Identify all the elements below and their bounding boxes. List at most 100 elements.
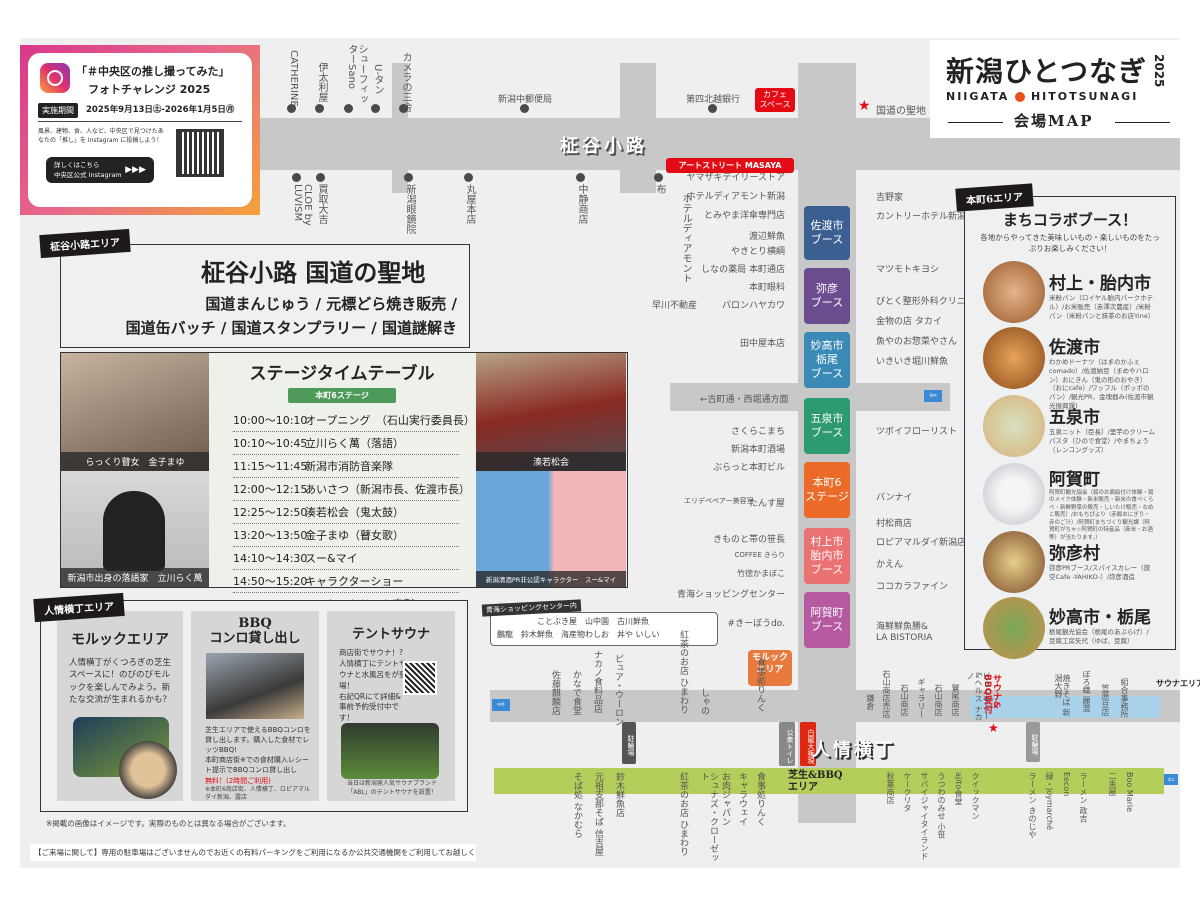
shop-label: 海鮮鮮魚勝& LA BISTORIA bbox=[876, 622, 933, 643]
arrow-right-icon: ⇨ bbox=[492, 699, 510, 711]
card-body: 人情横丁がくつろぎの芝生スペースに！のびのびモルックを楽しんでみよう。新たな交流… bbox=[69, 658, 172, 705]
booth-aga[interactable]: 阿賀町 ブース bbox=[804, 592, 850, 648]
booth-gosen[interactable]: 五泉市 ブース bbox=[804, 398, 850, 454]
shop-dot bbox=[371, 104, 380, 113]
shop-label: マツモトキヨシ bbox=[876, 265, 940, 275]
shop-label: CLOE by LUVISM bbox=[292, 184, 313, 226]
shop-label: ラーメン きのじや bbox=[1028, 772, 1037, 839]
town-desc: 栃尾観光協会（栃尾のあぶらげ）/豆腐工房矢代（ゆば、豆腐） bbox=[1049, 628, 1149, 645]
shop-label: 丸屋本店 bbox=[464, 184, 475, 224]
shop-label: 青海ショッピングセンター bbox=[676, 590, 785, 600]
shop-label: 緑・joymarché bbox=[1045, 772, 1054, 831]
shop-dot bbox=[576, 173, 585, 182]
kokudo-seichi-label: 国道の聖地 bbox=[876, 106, 926, 117]
time: 10:10〜10:45 bbox=[233, 437, 308, 450]
shop-label: ココカラファイン bbox=[876, 582, 949, 592]
shop-label: うつわのみせ 小笹 bbox=[937, 772, 946, 839]
parking-marker: 駐輪場 bbox=[622, 722, 636, 764]
shop-label: かえん bbox=[876, 560, 904, 570]
instagram-promo-card: 「＃中央区の推し撮ってみた」 フォトチャレンジ 2025 実施期間 2025年9… bbox=[20, 45, 260, 215]
shop-label: Eecon bbox=[1062, 772, 1071, 797]
shop-label: 山中園 bbox=[585, 617, 609, 626]
booth-yahiko[interactable]: 弥彦 ブース bbox=[804, 268, 850, 324]
seikai-row-1: ことぶき屋 山中園 古川鮮魚 bbox=[497, 616, 711, 629]
shop-label: 元祖支那そば 信吉屋 bbox=[593, 772, 603, 856]
shop-label: ギャラリー bbox=[917, 678, 926, 718]
town-desc: 米粉パン（ロイヤル胎内パークホテル）/お米販売（赤澤次農産）/米粉パン（米粉パン… bbox=[1049, 294, 1155, 320]
toilet-marker: 公衆トイレ bbox=[779, 722, 795, 766]
shop-label: 食事処りんく bbox=[755, 772, 765, 826]
shop-label: ぴとく整形外科クリニック bbox=[876, 297, 984, 307]
booth-sado[interactable]: 佐渡市 ブース bbox=[804, 206, 850, 260]
furumachi-line-2: 国道缶バッチ / 国道スタンプラリー / 国道謎解き bbox=[125, 319, 457, 337]
town-desc: 阿賀町観光協会（狐のお面絵付け体験・狐のメイク体験・新米販売・新米の食べくらべ・… bbox=[1049, 490, 1154, 541]
town-name: 妙高市・栃尾 bbox=[1049, 608, 1151, 628]
shop-label: そば処 なかむら bbox=[572, 772, 582, 838]
shop-label: 渡辺鮮魚 bbox=[748, 232, 785, 242]
parking-marker-east: 駐輪場 bbox=[1026, 722, 1040, 762]
shop-label: さくらこまち bbox=[730, 427, 785, 437]
shop-label: U-タン bbox=[372, 64, 383, 95]
shop-label: 伊太利屋 bbox=[316, 62, 327, 102]
honcho-subtitle: 各地からやってきた美味しいもの・楽しいものをたっぷりお楽しみください！ bbox=[980, 233, 1160, 253]
time: 10:00〜10:10 bbox=[233, 414, 308, 427]
sun-icon bbox=[1015, 92, 1026, 102]
card-bbq: BBQ コンロ貸し出し 芝生エリアで使えるBBQコンロを貸し出します。購入した食… bbox=[191, 611, 319, 801]
town-desc: 五泉ニット（臣長）/里芋のクリームパスタ（ひので食堂）/やまちょう（レンコングッ… bbox=[1049, 428, 1155, 454]
qr-code-icon[interactable] bbox=[403, 661, 437, 695]
photo-minato-wakamatsukai: 湊若松会 bbox=[476, 353, 626, 471]
time: 13:20〜13:50 bbox=[233, 529, 308, 542]
shop-label: かなで食堂 bbox=[571, 670, 581, 715]
furumachi-headline: 柾谷小路 国道の聖地 bbox=[201, 258, 426, 287]
shop-label: 布 bbox=[654, 184, 665, 194]
shop-label: 鷲尾商店 bbox=[951, 684, 960, 716]
town-desc: 弥彦PRブース/スパイスカレー（旅空Cafe -YAHIKO-）/弥彦酒造 bbox=[1049, 564, 1151, 581]
town-name: 阿賀町 bbox=[1049, 470, 1100, 490]
shop-dot bbox=[464, 173, 473, 182]
shop-label: シュナズ・クローゼット bbox=[699, 772, 718, 862]
event: オープニング （石山実行委員長） bbox=[305, 414, 475, 427]
shop-label: とみやま洋傘専門店 bbox=[703, 211, 785, 221]
photo-caption: 新潟清酒PR非公認キャラクター スー&マイ bbox=[476, 571, 626, 587]
shop-label: 二兎屋 bbox=[1108, 772, 1117, 796]
booth-myoko-tochio[interactable]: 妙高市 栃尾 ブース bbox=[804, 332, 850, 388]
shop-label: 丼や いしい bbox=[617, 629, 660, 639]
arrow-left-icon: ⇦ bbox=[1164, 774, 1178, 785]
booth-honcho6-stage[interactable]: 本町6 ステージ bbox=[804, 462, 850, 518]
event: スー&マイ bbox=[305, 552, 358, 565]
shop-label: クイックマン bbox=[971, 772, 980, 820]
photo-kaneko-mayu: らっくり瞽女 金子まゆ bbox=[61, 353, 209, 471]
qr-code-icon[interactable] bbox=[176, 129, 224, 177]
town-yahiko: 弥彦村 弥彦PRブース/スパイスカレー（旅空Cafe -YAHIKO-）/弥彦酒… bbox=[1049, 539, 1155, 582]
cafe-space-marker[interactable]: カフェ スペース bbox=[755, 88, 795, 112]
street-label-furumachi: 柾谷小路 bbox=[560, 136, 648, 157]
shop-label: シューフィッターSano bbox=[346, 44, 367, 104]
honcho-title: まちコラボブース！ bbox=[1002, 211, 1138, 229]
photo-caption: 新潟市出身の落語家 立川らく萬 bbox=[61, 568, 209, 587]
booth-murakami-tainai[interactable]: 村上市 胎内市 ブース bbox=[804, 528, 850, 584]
star-icon: ★ bbox=[988, 721, 999, 735]
hotel-diamont-vertical-label: ホテルディアモント bbox=[680, 193, 691, 283]
shop-dot bbox=[399, 104, 408, 113]
card-title: BBQ コンロ貸し出し bbox=[209, 616, 301, 646]
shop-label: サバイジャイタイランド bbox=[920, 772, 929, 860]
shop-label: やきとり横綱 bbox=[730, 247, 785, 257]
shop-label: キャラウェイ bbox=[737, 772, 747, 826]
card-body: 商店街でサウナ！?人情横丁にテントサウナと水風呂をが登場！ 右記QRにて詳細&事… bbox=[339, 648, 407, 723]
morukku-area-marker[interactable]: モルック エリア bbox=[748, 650, 792, 686]
town-myoko-tochio: 妙高市・栃尾 栃尾観光協会（栃尾のあぶらげ）/豆腐工房矢代（ゆば、豆腐） bbox=[1049, 603, 1155, 646]
shop-label: ケークリタ bbox=[903, 772, 912, 812]
town-sado: 佐渡市 わかめドーナツ（はまのかふぇcomado）/佐渡納豆（まめやハロン）おに… bbox=[1049, 333, 1155, 411]
shop-label: 竹徳かまぼこ bbox=[737, 569, 785, 578]
shop-label: エリデペペアー美容室 bbox=[684, 497, 754, 505]
shrine-marker: 白龍大権現 bbox=[800, 722, 816, 766]
morukku-pins-photo bbox=[119, 741, 177, 799]
time: 11:15〜11:45 bbox=[233, 460, 308, 473]
shop-dot bbox=[654, 173, 663, 182]
instagram-link-button[interactable]: 詳しくはこちら 中央区公式 Instagram ▶▶▶ bbox=[46, 157, 154, 183]
town-name: 五泉市 bbox=[1049, 408, 1100, 428]
art-street-masaya-marker[interactable]: アートストリート MASAYA bbox=[666, 158, 794, 173]
